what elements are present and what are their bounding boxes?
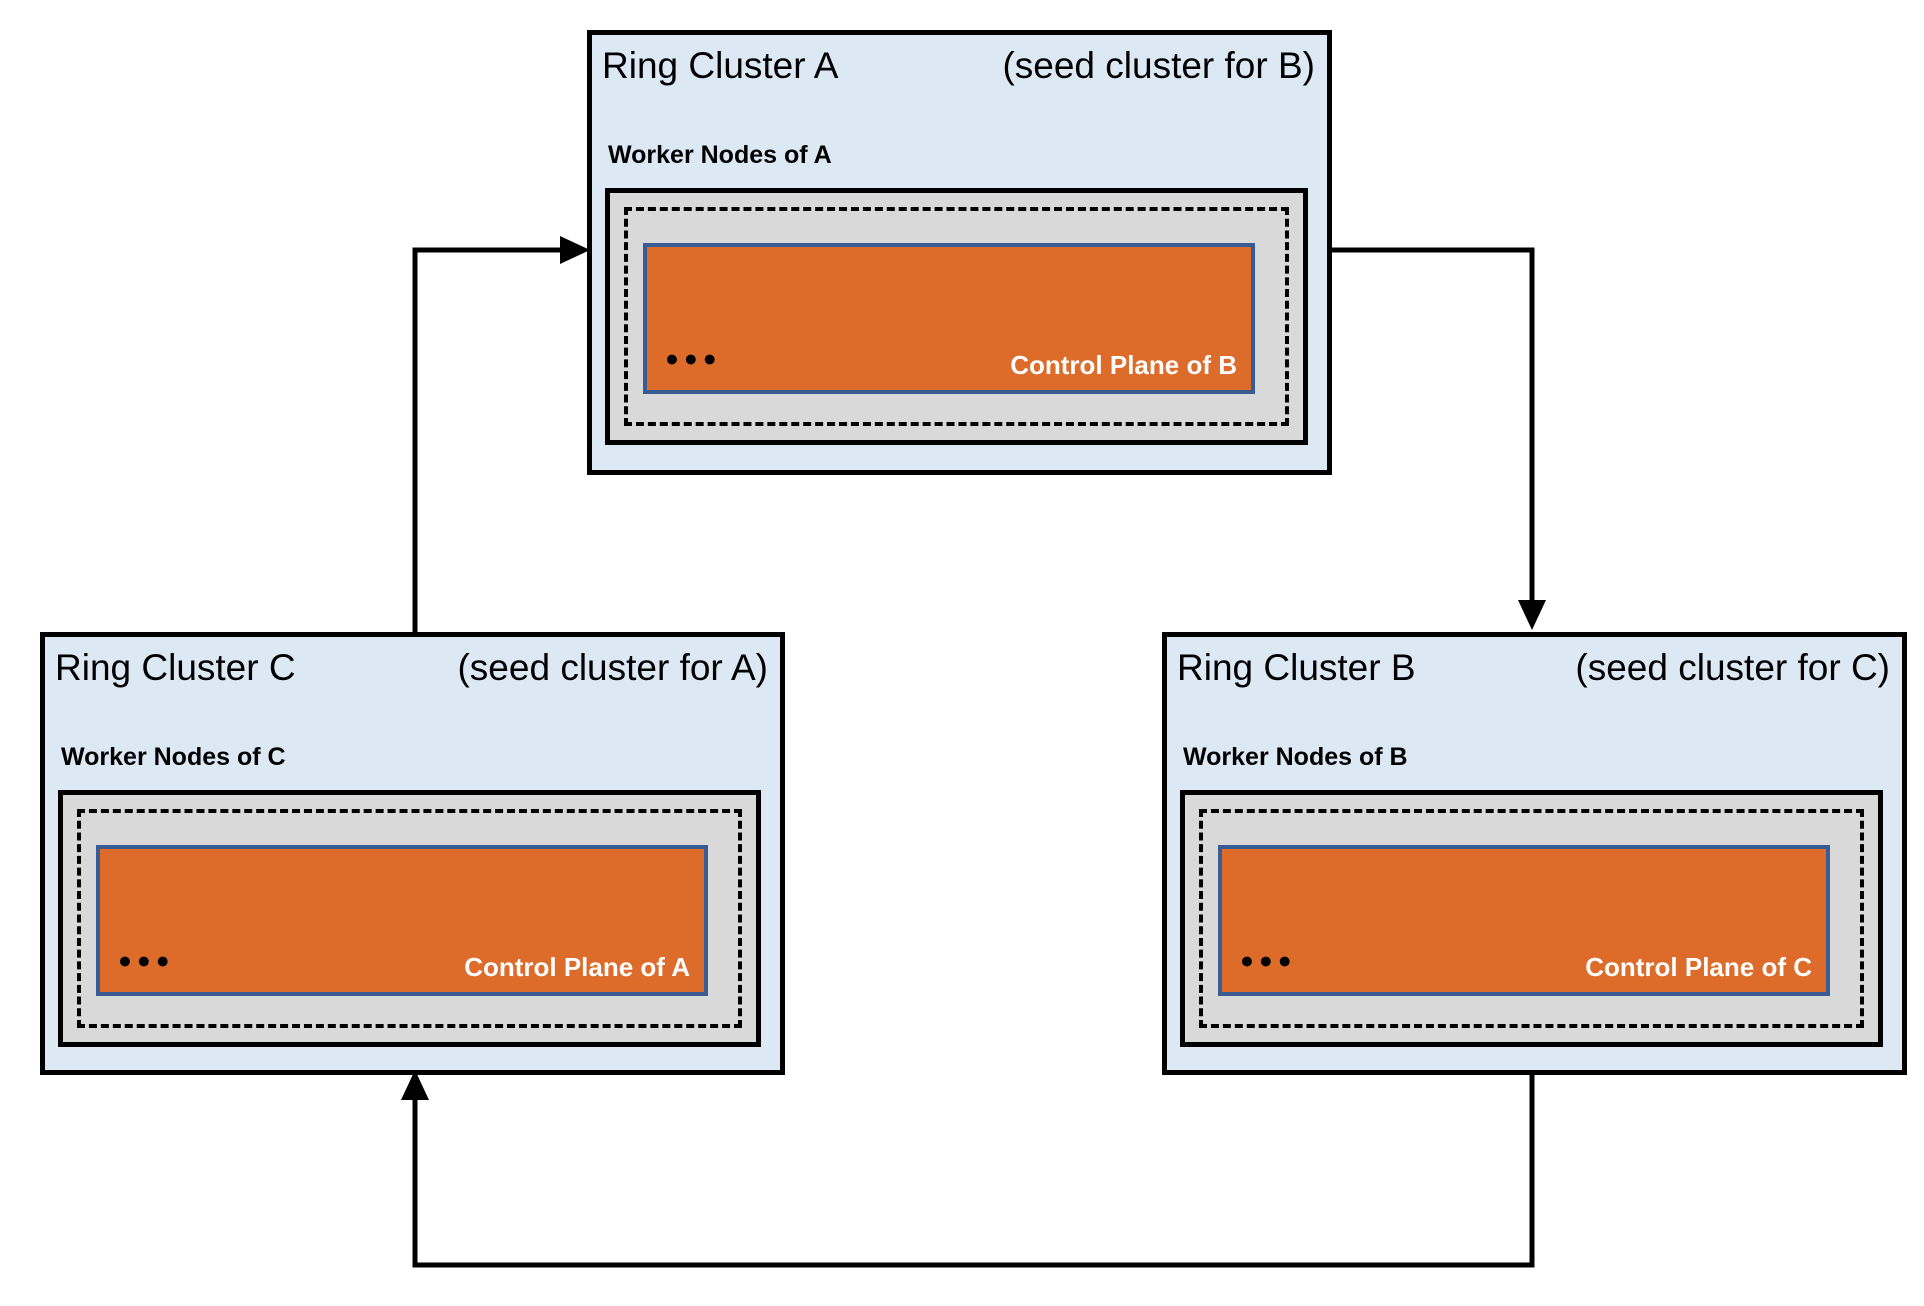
- cluster-a-title-row: Ring Cluster A (seed cluster for B): [602, 43, 1315, 89]
- arrow-c-to-a: [412, 236, 590, 637]
- cluster-b-control-plane-box: ●●● Control Plane of C: [1218, 845, 1830, 996]
- cluster-b-title-row: Ring Cluster B (seed cluster for C): [1177, 645, 1890, 691]
- cluster-a-title: Ring Cluster A: [602, 45, 839, 86]
- cluster-c-control-plane-label: Control Plane of A: [464, 952, 690, 982]
- cluster-b-worker-label: Worker Nodes of B: [1183, 743, 1408, 771]
- cluster-a-seed-note: (seed cluster for B): [1002, 45, 1315, 86]
- arrow-a-to-b: [1329, 247, 1546, 630]
- cluster-c-title: Ring Cluster C: [55, 647, 296, 688]
- cluster-b-control-plane-label: Control Plane of C: [1585, 952, 1812, 982]
- arrow-b-to-c: [401, 1070, 1535, 1268]
- cluster-b-title: Ring Cluster B: [1177, 647, 1416, 688]
- cluster-c-seed-note: (seed cluster for A): [457, 647, 768, 688]
- cluster-b: Ring Cluster B (seed cluster for C) Work…: [1162, 632, 1907, 1075]
- ellipsis-dots: ●●●: [118, 947, 175, 973]
- cluster-a-control-plane-label: Control Plane of B: [1010, 350, 1237, 380]
- cluster-c: Ring Cluster C (seed cluster for A) Work…: [40, 632, 785, 1075]
- cluster-c-worker-label: Worker Nodes of C: [61, 743, 286, 771]
- cluster-a-worker-box: ●●● Control Plane of B: [605, 188, 1308, 445]
- cluster-a-control-plane-box: ●●● Control Plane of B: [643, 243, 1255, 394]
- ellipsis-dots: ●●●: [1240, 947, 1297, 973]
- cluster-a-dashed-ring: [624, 207, 1289, 426]
- cluster-a-worker-label: Worker Nodes of A: [608, 141, 832, 169]
- ellipsis-dots: ●●●: [665, 345, 722, 371]
- cluster-c-dashed-ring: [77, 809, 742, 1028]
- cluster-c-worker-box: ●●● Control Plane of A: [58, 790, 761, 1047]
- cluster-a: Ring Cluster A (seed cluster for B) Work…: [587, 30, 1332, 475]
- cluster-c-control-plane-box: ●●● Control Plane of A: [96, 845, 708, 996]
- cluster-b-worker-box: ●●● Control Plane of C: [1180, 790, 1883, 1047]
- cluster-b-seed-note: (seed cluster for C): [1575, 647, 1890, 688]
- cluster-b-dashed-ring: [1199, 809, 1864, 1028]
- cluster-c-title-row: Ring Cluster C (seed cluster for A): [55, 645, 768, 691]
